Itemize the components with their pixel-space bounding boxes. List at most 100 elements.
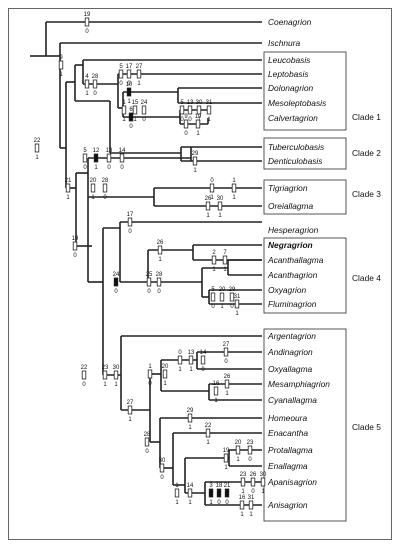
character-number: 6 <box>129 107 133 113</box>
character-marker <box>141 105 147 115</box>
character-state: 0 <box>180 117 184 123</box>
character-state: 1 <box>249 512 253 518</box>
character-marker <box>223 347 229 357</box>
character-state: 1 <box>127 99 131 105</box>
character-marker <box>260 477 266 487</box>
character-number: 1 <box>232 178 236 184</box>
character-marker <box>187 488 193 498</box>
character-number: 27 <box>127 400 134 406</box>
character-number: 5 <box>119 64 123 70</box>
taxon-label: Hesperagrion <box>268 225 319 235</box>
character-number: 15 <box>132 100 139 106</box>
character-state: 1 <box>122 117 126 123</box>
character-marker <box>126 87 132 97</box>
character-number: 30 <box>196 100 203 106</box>
character-number: 19 <box>223 448 230 454</box>
character-state: 0 <box>142 117 146 123</box>
character-state: 0 <box>128 229 132 235</box>
taxon-label: Coenagrion <box>268 17 312 27</box>
character-number: 30 <box>260 472 267 478</box>
character-state: 1 <box>94 165 98 171</box>
character-number: 19 <box>84 12 91 18</box>
taxon-label: Fluminagrion <box>268 299 317 309</box>
character-state: 0 <box>230 304 234 310</box>
character-state: 1 <box>224 465 228 471</box>
character-number: 5 <box>211 287 215 293</box>
clade-box <box>263 328 347 522</box>
character-state: 0 <box>157 289 161 295</box>
character-marker <box>92 79 98 89</box>
character-marker <box>231 183 237 193</box>
character-number: 22 <box>34 138 41 144</box>
taxon-label: Protallagma <box>268 445 313 455</box>
clade-box <box>263 179 347 215</box>
character-marker <box>239 500 245 510</box>
character-state: 1 <box>137 81 141 87</box>
character-marker <box>234 299 240 309</box>
character-marker <box>206 105 212 115</box>
character-marker <box>144 437 150 447</box>
character-state: 1 <box>91 195 95 201</box>
clade-label: Clade 4 <box>352 273 381 283</box>
character-marker <box>179 105 185 115</box>
character-number: 28 <box>144 432 151 438</box>
character-state: 1 <box>241 489 245 495</box>
character-state: 0 <box>145 449 149 455</box>
character-number: 13 <box>188 350 195 356</box>
character-marker <box>136 69 142 79</box>
character-number: 5 <box>83 148 87 154</box>
character-state: 1 <box>114 382 118 388</box>
character-state: 1 <box>210 195 214 201</box>
character-number: 12 <box>93 148 100 154</box>
character-state: 0 <box>119 81 123 87</box>
taxon-label: Apanisagrion <box>267 477 317 487</box>
character-state: 1 <box>175 500 179 506</box>
character-number: 16 <box>213 381 220 387</box>
character-marker <box>196 105 202 115</box>
character-state: 1 <box>220 304 224 310</box>
character-state: 0 <box>114 289 118 295</box>
character-number: 23 <box>102 365 109 371</box>
character-number: 14 <box>119 148 126 154</box>
character-number: 13 <box>187 100 194 106</box>
taxon-label: Andinagrion <box>267 347 313 357</box>
taxon-label: Oxyallagma <box>268 364 313 374</box>
clade-label: Clade 5 <box>352 422 381 432</box>
character-state: 1 <box>178 367 182 373</box>
character-marker <box>82 153 88 163</box>
character-number: 31 <box>206 100 213 106</box>
character-state: 1 <box>188 425 192 431</box>
character-marker <box>217 201 223 211</box>
character-state: 1 <box>59 72 63 78</box>
character-marker <box>248 500 254 510</box>
character-number: 31 <box>248 495 255 501</box>
character-state: 1 <box>103 382 107 388</box>
character-marker <box>157 245 163 255</box>
character-number: 21 <box>65 178 72 184</box>
character-number: 25 <box>146 272 153 278</box>
character-number: 24 <box>141 100 148 106</box>
character-marker <box>210 292 216 302</box>
character-marker <box>188 355 194 365</box>
character-number: 19 <box>195 114 202 120</box>
character-state: 1 <box>214 398 218 404</box>
character-number: 7 <box>223 250 227 256</box>
clade-label: Clade 1 <box>352 112 381 122</box>
taxon-label: Acanthagrion <box>267 270 318 280</box>
character-state: 0 <box>188 117 192 123</box>
character-number: 30 <box>159 458 166 464</box>
character-marker <box>250 477 256 487</box>
character-state: 0 <box>120 165 124 171</box>
character-state: 0 <box>103 195 107 201</box>
character-state: 1 <box>35 155 39 161</box>
character-number: 30 <box>113 365 120 371</box>
character-number: 26 <box>250 472 257 478</box>
taxon-label: Negragrion <box>268 240 313 250</box>
character-marker <box>209 183 215 193</box>
character-state: 1 <box>240 512 244 518</box>
character-number: 30 <box>217 196 224 202</box>
character-state: 1 <box>261 489 265 495</box>
character-number: 2 <box>212 250 216 256</box>
taxon-label: Leucobasis <box>268 55 311 65</box>
character-marker <box>93 153 99 163</box>
